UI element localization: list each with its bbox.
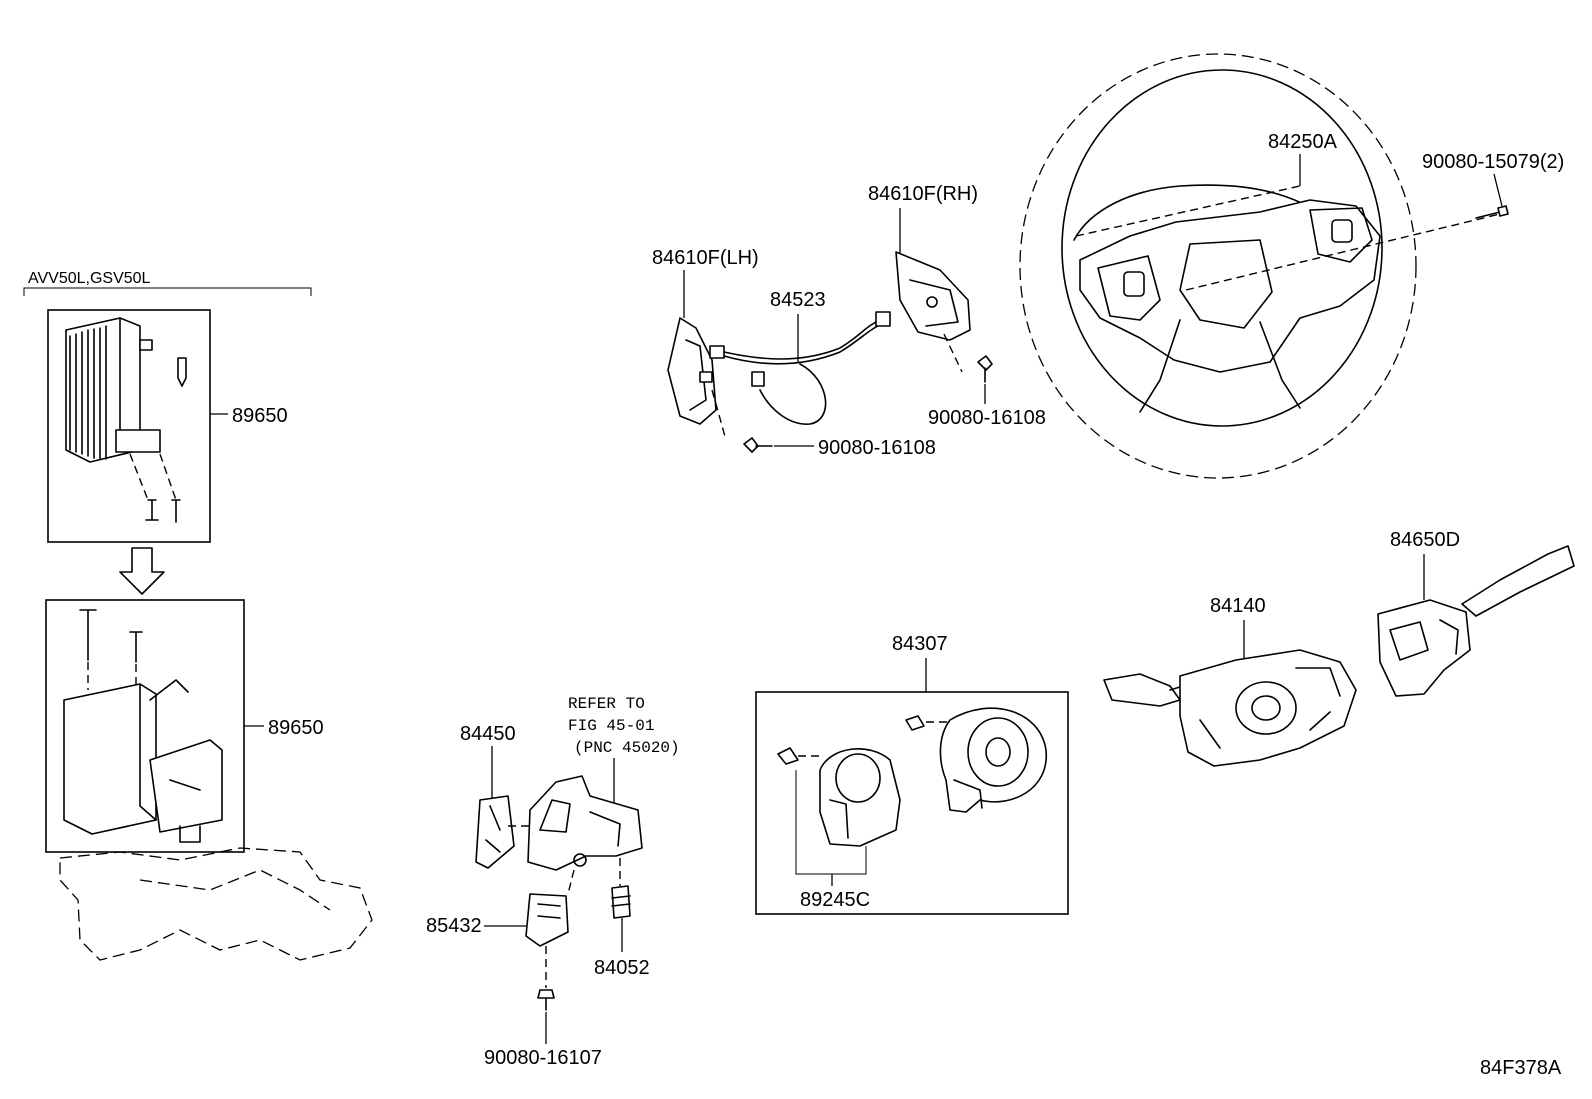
wire-harness-group: 84523 [709, 289, 891, 425]
screw-wheel-icon [1475, 205, 1509, 219]
steering-wheel-group: 84250A 90080-15079(2) [1019, 53, 1564, 479]
switch-lh-group: 84610F(LH) 90080-16108 [652, 247, 936, 459]
label-screw-lh: 90080-16108 [818, 437, 936, 459]
diagram-code: 84F378A [1480, 1057, 1562, 1079]
switch-84052-illustration [611, 885, 631, 919]
label-switch-lh: 84610F(LH) [652, 247, 759, 269]
computer-upper-group: 89650 [47, 309, 288, 543]
variant-label: AVV50L,GSV50L [28, 270, 151, 287]
variant-group: AVV50L,GSV50L [23, 270, 312, 296]
reference-note-line2: FIG 45-01 [568, 717, 654, 735]
spiral-cable-illustration [905, 707, 1047, 813]
label-screw-bottom: 90080-16107 [484, 1047, 602, 1069]
label-switch-84052: 84052 [594, 957, 650, 979]
spiral-cable-group: 84307 89245C [755, 633, 1069, 915]
switch-rh-illustration [895, 251, 971, 341]
label-steering-wheel-cover: 84250A [1268, 131, 1338, 153]
switch-84450-group: 84450 [460, 723, 540, 869]
label-switch-84450: 84450 [460, 723, 516, 745]
steering-wheel-illustration [1019, 53, 1501, 479]
spiral-sensor-illustration [777, 747, 901, 847]
computer-lower-illustration [63, 609, 223, 843]
label-computer-upper: 89650 [232, 405, 288, 427]
wire-harness-illustration [709, 311, 891, 425]
screw-bottom-icon [537, 989, 555, 1011]
spiral-cable-frame [755, 691, 1069, 915]
switch-85432-group: 85432 [426, 869, 575, 947]
label-switch-rh: 84610F(RH) [868, 183, 978, 205]
switch-lh-illustration [667, 317, 717, 425]
variant-bracket [23, 287, 312, 296]
wiper-switch-illustration [1377, 545, 1575, 697]
switch-rh-group: 84610F(RH) 90080-16108 [868, 183, 1046, 429]
label-spiral-sensor: 89245C [800, 889, 870, 911]
label-spiral-cable: 84307 [892, 633, 948, 655]
computer-upper-illustration [65, 317, 187, 523]
switch-84450-illustration [475, 795, 515, 869]
screw-rh-icon [977, 355, 993, 383]
label-computer-lower: 89650 [268, 717, 324, 739]
reference-note-line1: REFER TO [568, 695, 645, 713]
label-screw-rh: 90080-16108 [928, 407, 1046, 429]
ignition-bracket-illustration [527, 775, 643, 871]
label-switch-85432: 85432 [426, 915, 482, 937]
screw-lh-icon [743, 437, 773, 453]
turn-switch-illustration [1103, 649, 1357, 767]
down-arrow-icon [119, 547, 165, 595]
computer-upper-frame [47, 309, 211, 543]
switch-84052-group: 84052 [594, 858, 650, 979]
label-wiper-switch: 84650D [1390, 529, 1460, 551]
switch-85432-illustration [525, 893, 569, 947]
vehicle-body-sketch [59, 847, 373, 961]
label-wire-harness: 84523 [770, 289, 826, 311]
label-screw-wheel: 90080-15079(2) [1422, 151, 1564, 173]
reference-note-line3: (PNC 45020) [574, 739, 680, 757]
reference-note: REFER TO FIG 45-01 (PNC 45020) [568, 695, 680, 808]
screw-bottom-group: 90080-16107 [484, 946, 602, 1069]
turn-switch-group: 84140 [1103, 595, 1357, 767]
wiper-switch-group: 84650D [1377, 529, 1575, 697]
computer-lower-group: 89650 [45, 599, 324, 853]
label-turn-switch: 84140 [1210, 595, 1266, 617]
